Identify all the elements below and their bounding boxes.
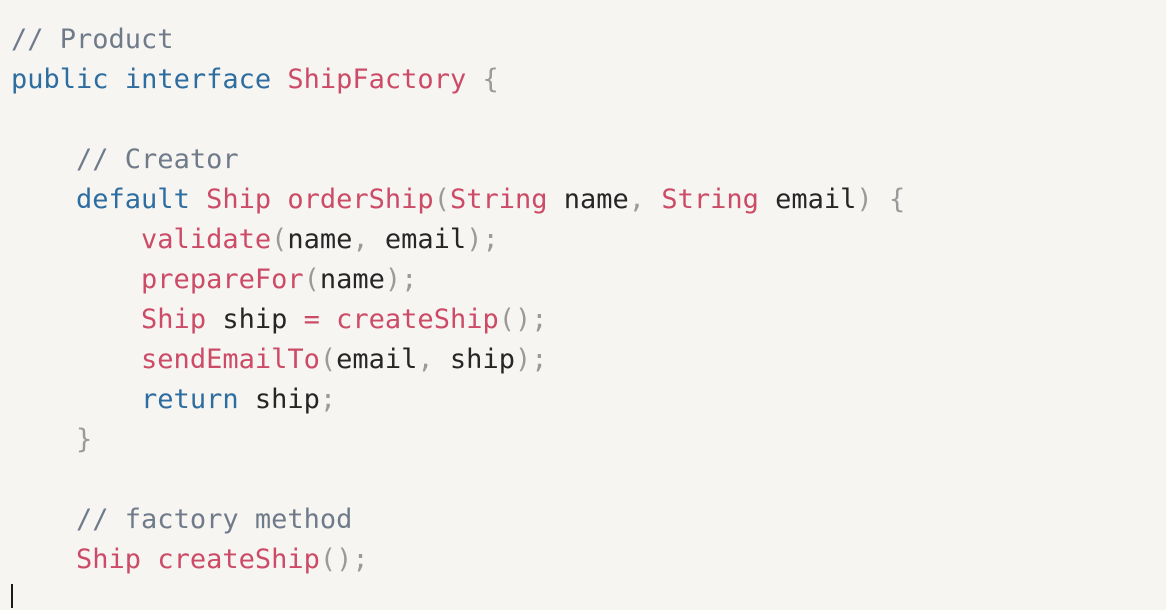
code-function: validate	[141, 224, 272, 255]
code-text	[271, 64, 287, 95]
code-punctuation: ,	[417, 344, 434, 375]
code-line[interactable]: public interface ShipFactory {	[11, 60, 1166, 100]
code-text	[11, 144, 76, 175]
code-punctuation: {	[482, 64, 499, 95]
code-punctuation: (	[303, 264, 320, 295]
code-text	[11, 304, 141, 335]
code-punctuation: );	[514, 344, 548, 375]
code-keyword: interface	[124, 64, 272, 95]
code-line[interactable]	[11, 100, 1166, 140]
code-line[interactable]: // Product	[11, 20, 1166, 60]
code-function: prepareFor	[141, 264, 304, 295]
code-function: createShip	[157, 544, 320, 575]
code-text	[11, 224, 141, 255]
code-type: ShipFactory	[287, 64, 467, 95]
code-text: email	[336, 344, 418, 375]
code-punctuation: ;	[319, 384, 337, 415]
code-line[interactable]: }	[11, 420, 1166, 460]
code-text: name	[287, 224, 353, 255]
code-text	[320, 304, 336, 335]
code-text: ship	[433, 344, 515, 375]
code-keyword: default	[76, 184, 190, 215]
code-keyword: return	[141, 384, 239, 415]
code-function: sendEmailTo	[141, 344, 320, 375]
code-block[interactable]: // Product public interface ShipFactory {…	[11, 20, 1166, 580]
code-punctuation: {	[888, 184, 906, 215]
code-comment: // Creator	[76, 144, 239, 175]
code-text: email	[758, 184, 857, 215]
text-cursor	[11, 584, 13, 608]
code-punctuation: ();	[319, 544, 369, 575]
code-punctuation: (	[433, 184, 450, 215]
code-punctuation: (	[271, 224, 288, 255]
code-comment: // factory method	[76, 504, 353, 535]
code-punctuation: )	[856, 184, 873, 215]
code-keyword: public	[11, 64, 109, 95]
code-text: ship	[238, 384, 320, 415]
code-text: name	[319, 264, 385, 295]
code-line[interactable]: sendEmailTo(email, ship);	[11, 340, 1166, 380]
code-line[interactable]: return ship;	[11, 380, 1166, 420]
code-text	[11, 384, 141, 415]
code-text	[873, 184, 889, 215]
code-line[interactable]: Ship createShip();	[11, 540, 1166, 580]
code-text	[645, 184, 661, 215]
code-text: ship	[206, 304, 304, 335]
code-punctuation: );	[384, 264, 418, 295]
code-text	[11, 264, 141, 295]
code-punctuation: }	[76, 424, 93, 455]
code-line[interactable]: default Ship orderShip(String name, Stri…	[11, 180, 1166, 220]
code-punctuation: ,	[352, 224, 369, 255]
code-comment: // Product	[11, 24, 174, 55]
code-text	[11, 544, 76, 575]
code-type: Ship	[76, 544, 142, 575]
code-text	[11, 184, 76, 215]
code-text	[11, 504, 76, 535]
code-function: createShip	[336, 304, 499, 335]
code-function: orderShip	[287, 184, 434, 215]
code-punctuation: ();	[498, 304, 548, 335]
code-text	[190, 184, 206, 215]
code-line[interactable]: // factory method	[11, 500, 1166, 540]
code-punctuation: (	[319, 344, 337, 375]
code-text: email	[368, 224, 467, 255]
code-line[interactable]: prepareFor(name);	[11, 260, 1166, 300]
code-line[interactable]: Ship ship = createShip();	[11, 300, 1166, 340]
code-text	[11, 424, 76, 455]
code-type: =	[303, 304, 320, 335]
code-text	[271, 184, 287, 215]
code-type: Ship	[206, 184, 272, 215]
code-type: String	[661, 184, 759, 215]
code-punctuation: );	[466, 224, 499, 255]
code-line[interactable]: validate(name, email);	[11, 220, 1166, 260]
code-line[interactable]	[11, 460, 1166, 500]
code-text	[11, 344, 141, 375]
code-type: String	[449, 184, 548, 215]
code-text: name	[547, 184, 629, 215]
code-punctuation: ,	[628, 184, 646, 215]
code-type: Ship	[141, 304, 207, 335]
code-text	[141, 544, 157, 575]
code-line[interactable]: // Creator	[11, 140, 1166, 180]
code-text	[466, 64, 482, 95]
code-text	[109, 64, 125, 95]
